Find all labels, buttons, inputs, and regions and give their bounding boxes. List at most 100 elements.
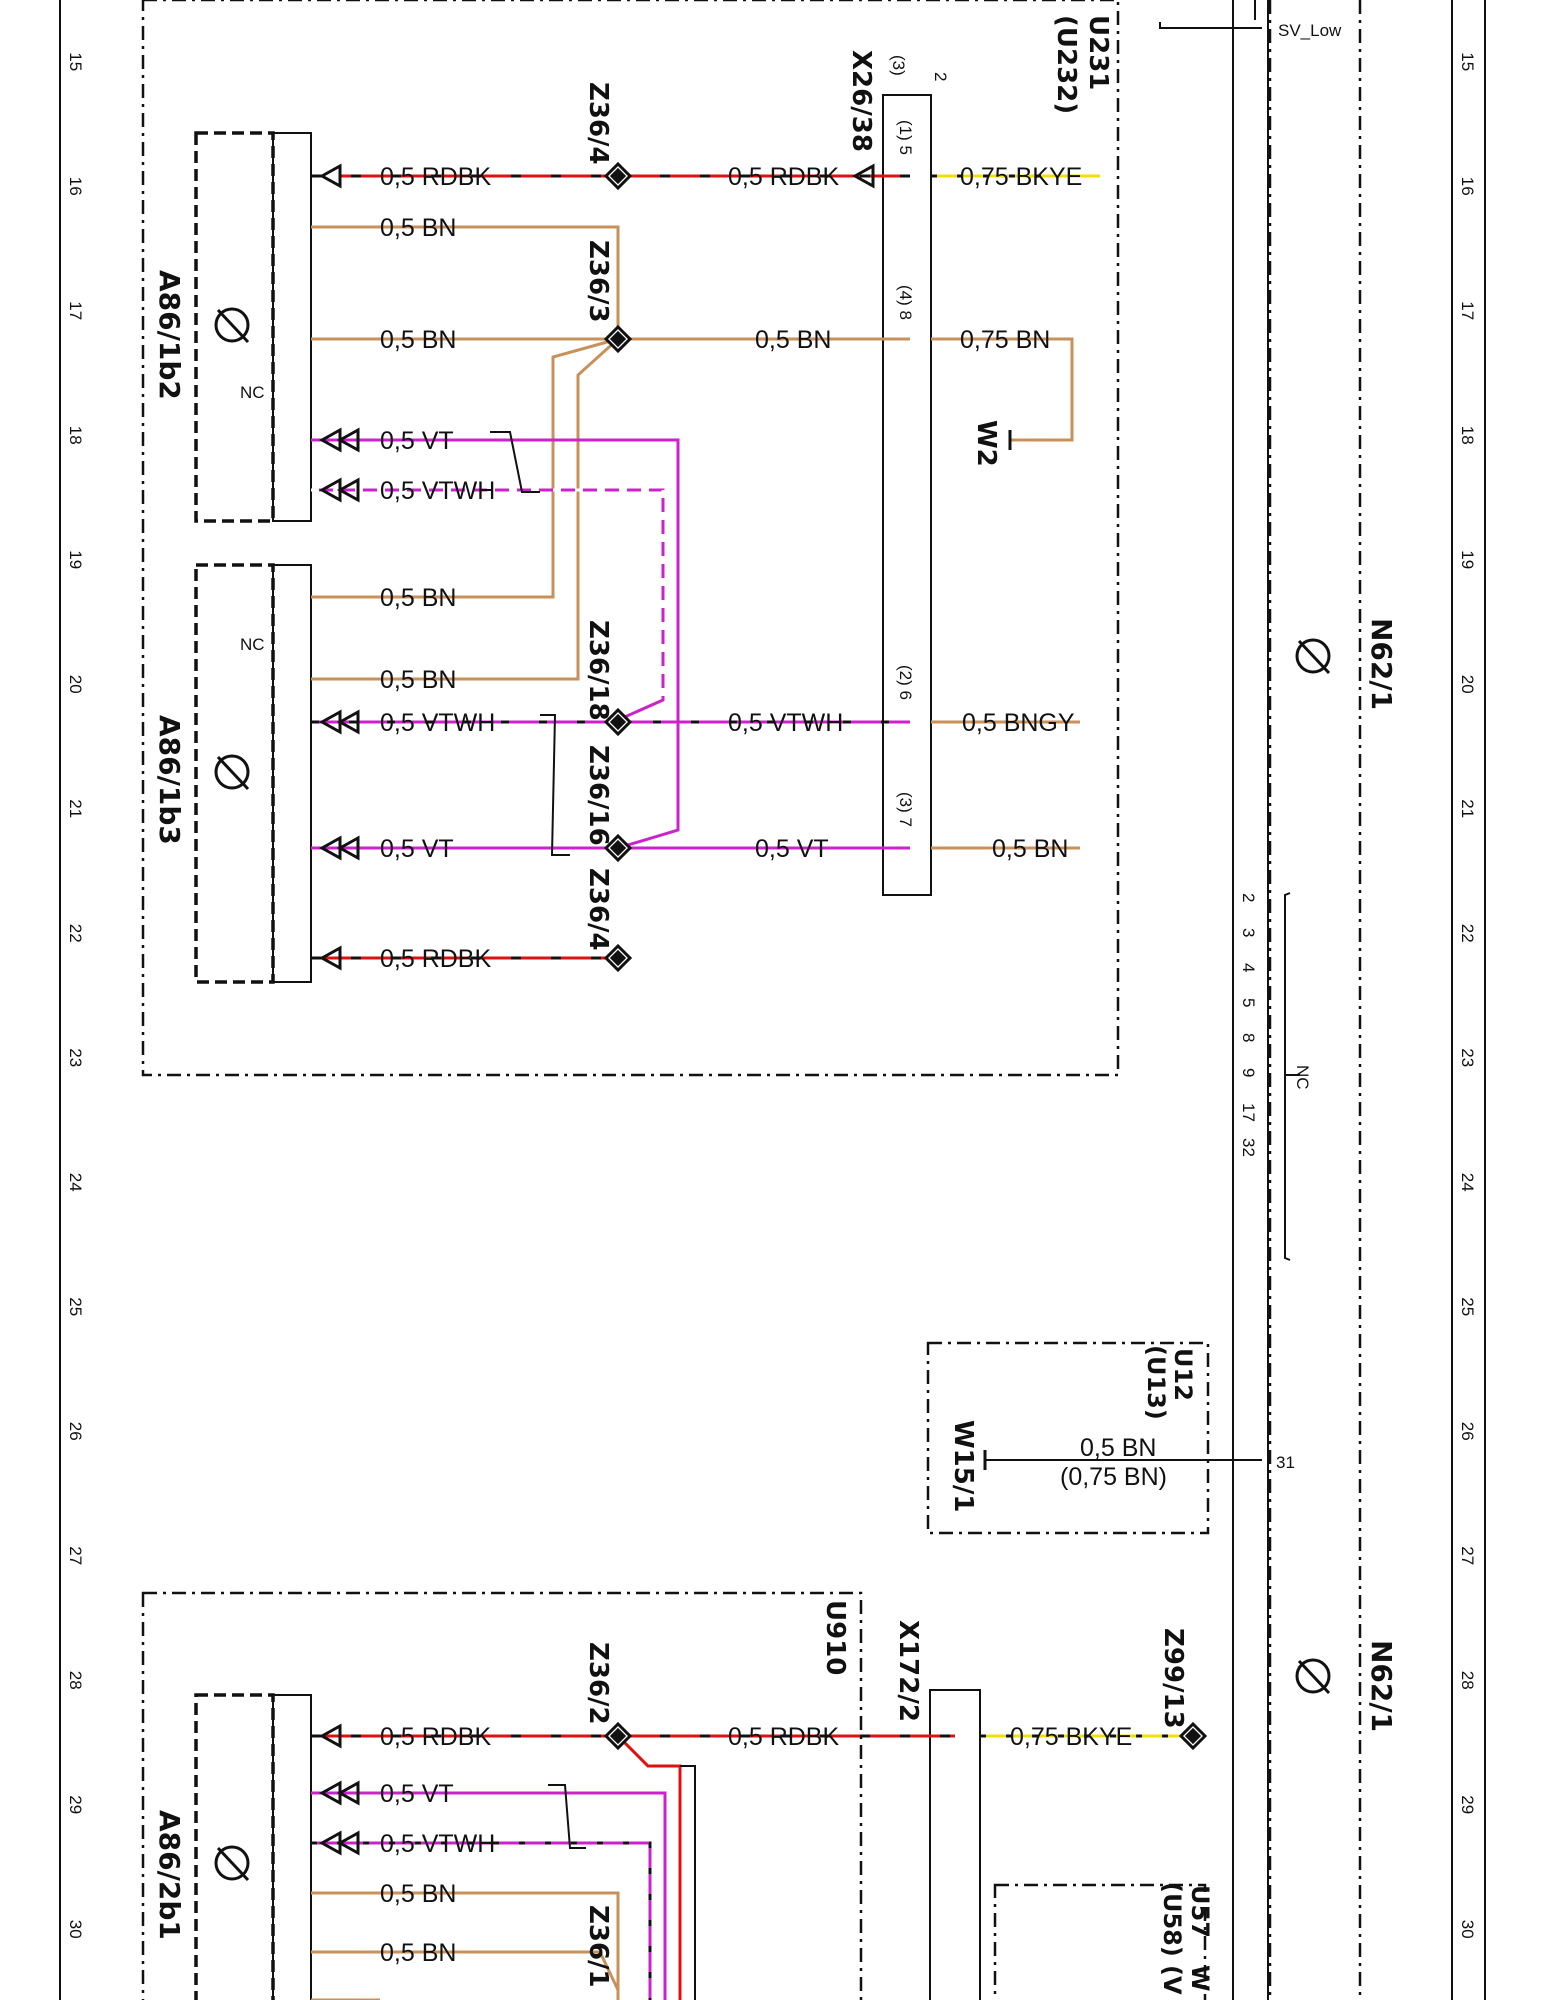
grid-row-label: 20: [66, 675, 85, 694]
n62-pin-label: 3: [1239, 928, 1258, 937]
wire-sv-low: [1159, 22, 1262, 29]
label-n62-1b: N62/1: [1365, 1640, 1398, 1732]
sensor-boxes: [194, 131, 275, 2000]
grid-row-label: 15: [1458, 52, 1477, 71]
n62-pin-label: 17: [1239, 1103, 1258, 1122]
grid-row-label: 18: [1458, 426, 1477, 445]
connector-a86-2b1: [272, 1694, 312, 2000]
label-z36-16: Z36/16: [583, 745, 613, 846]
label-u12: U12: [1169, 1348, 1197, 1401]
arrow-1b3-p4: [318, 945, 342, 971]
box-u231: [141, 0, 1120, 1077]
sensor-symbols: [214, 307, 1331, 1882]
x26-pin-label-3: (2) 6: [896, 665, 915, 700]
splice-z36-4b: [603, 943, 633, 973]
n62-rails: [1232, 0, 1269, 2000]
wire-bn-075-w2: [931, 337, 1074, 442]
grid-row-label: 29: [1458, 1795, 1477, 1814]
grid-row-label: 24: [1458, 1173, 1477, 1192]
grid-row-label: 28: [66, 1671, 85, 1690]
wire-label-rdbk-16b: 0,5 RDBK: [728, 163, 839, 191]
box-u910: [141, 1591, 863, 2000]
label-u57: U57: [1186, 1885, 1214, 1938]
grid-row-label: 19: [66, 550, 85, 569]
grid-row-label: 25: [66, 1297, 85, 1316]
n62-pin-label: 4: [1239, 963, 1258, 972]
wire-label-vtwh-20: 0,5 VTWH: [380, 709, 495, 737]
label-u13: (U13): [1142, 1345, 1170, 1420]
grid-row-label: 21: [1458, 799, 1477, 818]
grid-row-label: 27: [66, 1546, 85, 1565]
grid-row-label: 23: [1458, 1048, 1477, 1067]
wire-label-bn-165: 0,5 BN: [380, 214, 456, 242]
arrow-1b3-p3: [318, 835, 360, 861]
twist-mark-2: [540, 714, 570, 856]
wire-label-bn-30: 0,5 BN: [380, 1939, 456, 1967]
wire-label-bn-295: 0,5 BN: [380, 1880, 456, 1908]
label-a86-1b2: A86/1b2: [153, 270, 186, 400]
label-x172-2: X172/2: [893, 1620, 923, 1722]
label-u58: (U58): [1158, 1882, 1186, 1957]
grounds: [983, 430, 1012, 1470]
wire-label-vt-18: 0,5 VT: [380, 427, 454, 455]
arrow-2b1-p2: [318, 1830, 360, 1856]
grid-row-label: 16: [66, 177, 85, 196]
splice-z36-18: [603, 707, 633, 737]
n62-pin-label: 2: [1239, 893, 1258, 902]
label-a86-2b1: A86/2b1: [153, 1810, 186, 1940]
sv-low-label: SV_Low: [1278, 21, 1342, 40]
label-w2: W2: [971, 420, 1001, 467]
grid-row-label: 26: [66, 1422, 85, 1441]
wire-label-bkye-16: 0,75 BKYE: [960, 163, 1082, 191]
grid-row-label: 18: [66, 426, 85, 445]
grid-row-label: 29: [66, 1795, 85, 1814]
arrow-1b2-p2: [318, 477, 360, 503]
label-u58-tail: (V: [1158, 1965, 1186, 1995]
grid-row-label: 26: [1458, 1422, 1477, 1441]
wire-label-vtwh-29: 0,5 VTWH: [380, 1830, 495, 1858]
box-u12: [926, 1341, 1210, 1535]
grid-row-label: 30: [66, 1920, 85, 1939]
arrow-1b2-p3: [318, 427, 360, 453]
sensor-icon-a86-1b2: [214, 307, 250, 344]
wire-label-vtwh-20b: 0,5 VTWH: [728, 709, 843, 737]
label-n62-1a: N62/1: [1365, 618, 1398, 710]
nc-label-n62: NC: [1293, 1065, 1312, 1090]
n62-pin-label: 8: [1239, 1033, 1258, 1042]
wire-vt-2b1: [311, 1791, 667, 2000]
label-z36-3: Z36/3: [583, 240, 613, 323]
wire-label-rdbk-28: 0,5 RDBK: [380, 1723, 491, 1751]
wire-label-bn-21: 0,5 BN: [992, 835, 1068, 863]
splice-z99-13: [1178, 1721, 1208, 1751]
connector-x172-2: [929, 1689, 981, 2000]
n62-pin-label: 9: [1239, 1068, 1258, 1077]
wire-bn-2b1-p6: [311, 1950, 620, 1991]
pin-31-label: 31: [1276, 1453, 1295, 1472]
grid-row-label: 27: [1458, 1546, 1477, 1565]
module-boxes: [141, 0, 1362, 2000]
grid-row-label: 23: [66, 1048, 85, 1067]
wire-label-bn-195: 0,5 BN: [380, 666, 456, 694]
connector-x26-38: [882, 94, 932, 896]
grid-row-label: 19: [1458, 550, 1477, 569]
wire-label-bn075-w15: (0,75 BN): [1060, 1463, 1167, 1491]
wire-label-vt-29: 0,5 VT: [380, 1780, 454, 1808]
x26-head-label: (3): [889, 55, 908, 76]
arrow-x26-p5: [851, 163, 875, 189]
n62-pin-label: 32: [1239, 1138, 1258, 1157]
wire-label-vt-21: 0,5 VT: [380, 835, 454, 863]
twist-mark-3: [548, 1784, 586, 1849]
wire-vt-1b2: [311, 438, 680, 850]
splice-z36-2: [603, 1721, 633, 1751]
grid-frame: [59, 0, 1486, 2000]
wire-label-bngy-20: 0,5 BNGY: [962, 709, 1075, 737]
wire-label-bn-17b: 0,5 BN: [755, 326, 831, 354]
arrow-1b3-p2: [318, 709, 360, 735]
wire-label-bkye-28: 0,75 BKYE: [1010, 1723, 1132, 1751]
arrow-1b2-p4: [318, 163, 342, 189]
grid-row-label: 25: [1458, 1297, 1477, 1316]
labels: U231 (U232) U12 (U13) U910 U57 (U58) W (…: [66, 15, 1477, 1995]
wire-label-rdbk-22: 0,5 RDBK: [380, 945, 491, 973]
